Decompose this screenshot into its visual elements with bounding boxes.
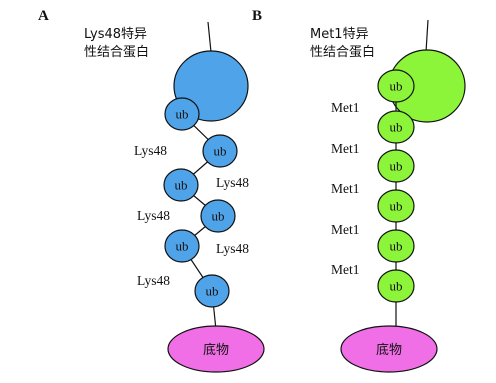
panel-b-substrate: 底物 — [340, 325, 438, 373]
panel-b-ub-3: ub — [377, 149, 415, 183]
panel-b-link-label-2: Met1 — [331, 141, 360, 156]
panel-b-link-label-5: Met1 — [331, 262, 360, 277]
ub-label: ub — [176, 107, 189, 122]
panel-a-link-label-2: Lys48 — [216, 175, 249, 190]
panel-b-link-label-4: Met1 — [331, 222, 360, 237]
ub-label: ub — [176, 239, 189, 254]
panel-a-link-label-1: Lys48 — [134, 143, 167, 158]
ub-label: ub — [390, 199, 403, 214]
panel-a-ub-1: ub — [164, 97, 200, 131]
panel-a-substrate: 底物 — [167, 325, 265, 373]
ub-label: ub — [390, 159, 403, 174]
panel-a-substrate-label: 底物 — [203, 342, 229, 358]
panel-a-link-label-3: Lys48 — [137, 208, 170, 223]
panel-b: B Met1特异 性结合蛋白 ub ub ub ub — [252, 8, 466, 373]
ub-label: ub — [390, 120, 403, 135]
ub-label: ub — [214, 144, 227, 159]
ub-label: ub — [175, 178, 188, 193]
panel-a-ub-3: ub — [163, 168, 199, 202]
panel-a: A Lys48特异 性结合蛋白 ub ub — [38, 8, 265, 373]
panel-b-ubiquitin-chain: ub ub ub ub ub ub — [377, 69, 415, 303]
ub-label: ub — [212, 209, 225, 224]
panel-b-ub-6: ub — [377, 269, 415, 303]
panel-a-caption-line1: Lys48特异 — [84, 27, 147, 42]
panel-a-ub-5: ub — [164, 229, 200, 263]
panel-b-link-label-3: Met1 — [331, 181, 360, 196]
panel-a-caption-line2: 性结合蛋白 — [84, 44, 149, 60]
panel-b-protein-stalk — [425, 19, 429, 53]
panel-a-ub-6: ub — [194, 274, 230, 308]
panel-a-ubiquitin-chain: ub ub ub ub ub ub — [163, 97, 238, 308]
ub-label: ub — [390, 279, 403, 294]
panel-b-ub-4: ub — [377, 189, 415, 223]
panel-b-ub-2: ub — [377, 110, 415, 144]
ub-label: ub — [390, 79, 403, 94]
panel-a-link-label-5: Lys48 — [137, 273, 170, 288]
panel-b-link-label-1: Met1 — [331, 100, 360, 115]
panel-a-ub-4: ub — [200, 199, 236, 233]
panel-b-ub-1: ub — [377, 69, 415, 103]
panel-b-letter: B — [252, 8, 262, 24]
panel-a-protein-stalk — [207, 21, 212, 53]
panel-b-substrate-label: 底物 — [376, 342, 402, 358]
panel-a-link-label-4: Lys48 — [216, 241, 249, 256]
panel-b-caption-line2: 性结合蛋白 — [310, 44, 375, 60]
panel-a-letter: A — [38, 8, 49, 24]
ub-label: ub — [390, 239, 403, 254]
panel-b-ub-5: ub — [377, 229, 415, 263]
panel-a-ub-2: ub — [202, 134, 238, 168]
panel-b-caption-line1: Met1特异 — [310, 27, 369, 42]
ub-label: ub — [206, 284, 219, 299]
